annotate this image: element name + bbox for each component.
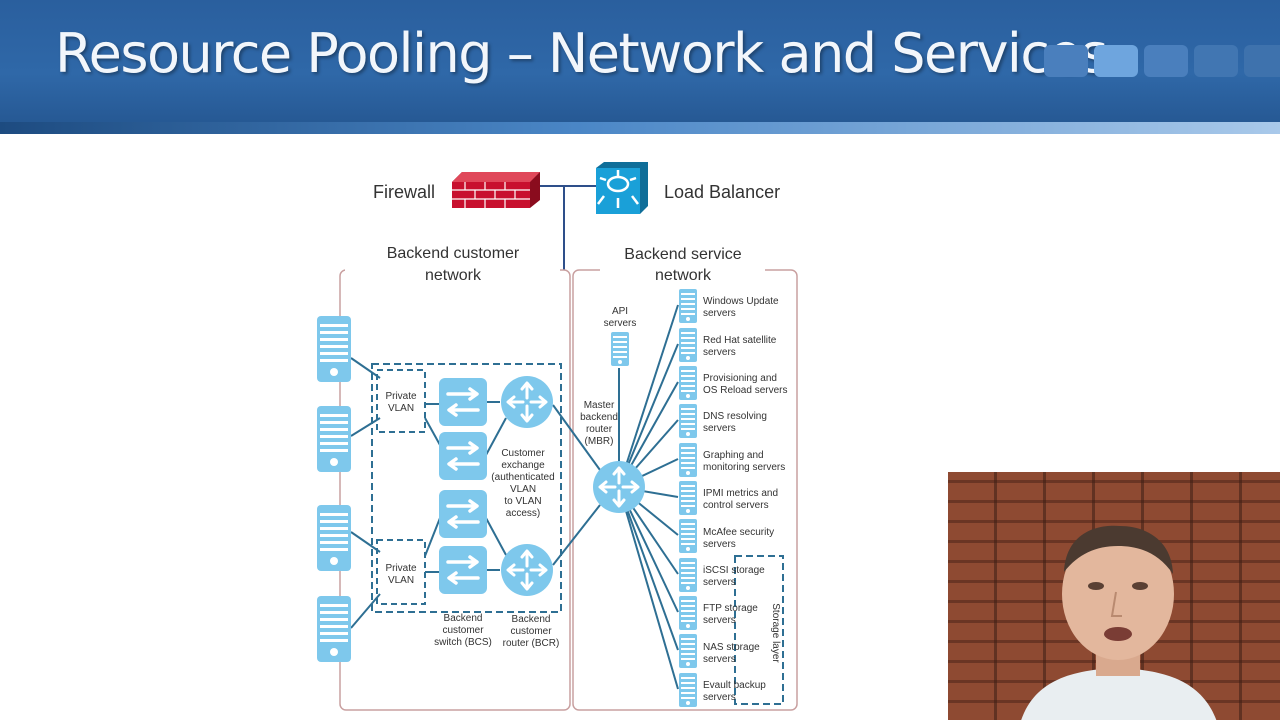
slide-header: Resource Pooling – Network and Services: [0, 0, 1280, 134]
bcr-label: Backend: [512, 614, 551, 625]
private-vlan-label: Private: [385, 563, 417, 574]
service-label: servers: [703, 347, 736, 358]
storage-layer-label: Storage layer: [770, 603, 781, 663]
service-label: servers: [703, 654, 736, 665]
service-network-title: Backend service: [624, 246, 741, 263]
customer-exchange-boundary: [371, 363, 562, 613]
server-icon: [317, 316, 351, 382]
server-icon: [679, 328, 697, 362]
header-decoration: [1144, 45, 1188, 77]
mbr-label: router: [586, 424, 613, 435]
service-label: Windows Update: [703, 296, 779, 307]
storage-layer-box: [734, 555, 784, 705]
service-label: OS Reload servers: [703, 385, 787, 396]
server-icon: [679, 366, 697, 400]
service-label: servers: [703, 539, 736, 550]
service-label: Red Hat satellite: [703, 335, 777, 346]
links: [350, 357, 620, 629]
customer-exchange-label: exchange: [501, 460, 545, 471]
private-vlan-label: VLAN: [388, 403, 414, 414]
service-label: Provisioning and: [703, 373, 777, 384]
server-icon: [679, 443, 697, 477]
service-servers: [679, 289, 697, 707]
bcr-label: customer: [510, 626, 552, 637]
mbr-router-icon: [591, 459, 647, 515]
server-icon: [679, 634, 697, 668]
server-icon: [679, 289, 697, 323]
service-label: servers: [703, 308, 736, 319]
router-icon: [499, 542, 555, 598]
presenter-webcam: [948, 472, 1280, 720]
customer-exchange-label: Customer: [501, 448, 545, 459]
service-label: IPMI metrics and: [703, 488, 778, 499]
server-icon: [679, 481, 697, 515]
server-icon: [679, 673, 697, 707]
api-servers-label: servers: [604, 318, 637, 329]
firewall-label: Firewall: [373, 182, 435, 202]
header-decoration: [1044, 45, 1088, 77]
switch-icon: [437, 488, 489, 540]
service-label: NAS storage: [703, 642, 760, 653]
private-vlan-label: Private: [385, 391, 417, 402]
header-strip: [0, 122, 1280, 134]
router-icon: [499, 374, 555, 430]
header-decoration: [1194, 45, 1238, 77]
network-diagram: Firewall Load Balancer Backend customer …: [317, 162, 798, 711]
server-icon: [317, 406, 351, 472]
presenter-image: [1021, 525, 1217, 720]
server-icon: [679, 404, 697, 438]
header-decoration: [1094, 45, 1138, 77]
service-label: monitoring servers: [703, 462, 785, 473]
service-network-title: network: [655, 267, 712, 284]
customer-network-title: Backend customer: [387, 245, 520, 262]
private-vlan-box: [376, 369, 426, 433]
service-label: control servers: [703, 500, 769, 511]
mbr-label: (MBR): [585, 436, 614, 447]
header-decoration: [1244, 45, 1280, 77]
api-servers-label: API: [612, 306, 628, 317]
service-label: servers: [703, 615, 736, 626]
service-label: servers: [703, 577, 736, 588]
service-label: Graphing and: [703, 450, 764, 461]
switch-icon: [437, 376, 489, 428]
mbr-label: Master: [584, 400, 615, 411]
mbr-label: backend: [580, 412, 618, 423]
server-icon: [317, 505, 351, 571]
load-balancer-label: Load Balancer: [664, 182, 780, 202]
customer-exchange-label: VLAN: [510, 484, 536, 495]
load-balancer-icon: [596, 162, 648, 214]
service-label: servers: [703, 692, 736, 703]
switch-icon: [437, 430, 489, 482]
customer-exchange-label: to VLAN: [504, 496, 541, 507]
switch-icon: [437, 544, 489, 596]
server-icon: [317, 596, 351, 662]
service-label: DNS resolving: [703, 411, 767, 422]
customer-exchange-label: (authenticated: [491, 472, 554, 483]
customer-network-title: network: [425, 267, 482, 284]
private-vlan-label: VLAN: [388, 575, 414, 586]
service-label: McAfee security: [703, 527, 774, 538]
bcs-label: Backend: [444, 613, 483, 624]
server-icon: [679, 558, 697, 592]
private-vlan-box: [376, 539, 426, 605]
server-icon: [679, 596, 697, 630]
service-label: FTP storage: [703, 603, 758, 614]
bcr-label: router (BCR): [503, 638, 560, 649]
service-label: servers: [703, 423, 736, 434]
service-label: Evault backup: [703, 680, 766, 691]
bcs-label: switch (BCS): [434, 637, 492, 648]
service-label: iSCSI storage: [703, 565, 765, 576]
bcs-label: customer: [442, 625, 484, 636]
customer-exchange-label: access): [506, 508, 540, 519]
slide-title: Resource Pooling – Network and Services: [55, 22, 1108, 85]
firewall-icon: [452, 172, 540, 208]
server-icon: [679, 519, 697, 553]
api-server-icon: [611, 332, 629, 366]
